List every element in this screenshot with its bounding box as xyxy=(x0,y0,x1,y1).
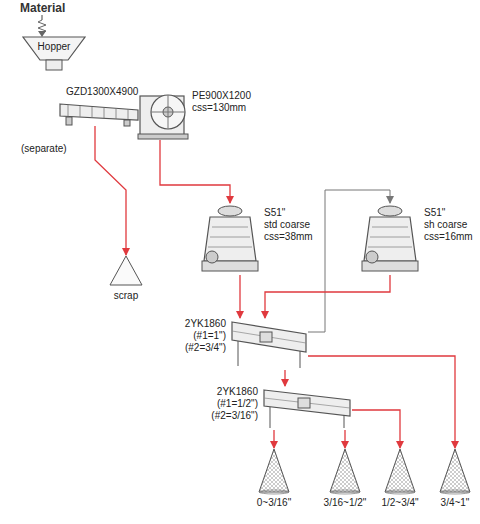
product-pile: 1/2~3/4" xyxy=(384,448,416,494)
model-name: Hopper xyxy=(22,41,86,53)
cone-crusher: S51"std coarsecss=38mm xyxy=(200,203,260,275)
cone-crusher-icon xyxy=(360,203,420,275)
model-name: 0~3/16" xyxy=(257,497,291,509)
flow-line xyxy=(95,126,126,255)
model-name: GZD1300X4900 xyxy=(66,86,138,98)
equipment-label: 2YK1860(#1=1/2")(#2=3/16") xyxy=(211,386,258,422)
model-name: S51" xyxy=(424,207,473,219)
model-name: S51" xyxy=(264,207,313,219)
spec-text: (#1=1/2") xyxy=(211,398,258,410)
equipment-label: PE900X1200css=130mm xyxy=(192,90,251,114)
input-label: Material xyxy=(20,1,65,15)
product-pile-icon xyxy=(439,448,471,494)
spec-text: (#1=1") xyxy=(185,330,226,342)
equipment-label: GZD1300X4900 xyxy=(66,86,138,98)
spec-text: (#2=3/16") xyxy=(211,410,258,422)
flow-line xyxy=(273,430,274,448)
vibrating-screen-icon xyxy=(230,318,308,370)
product-pile-icon xyxy=(384,448,416,494)
equipment-label: Hopper xyxy=(22,41,86,53)
equipment-label: 2YK1860(#1=1")(#2=3/4") xyxy=(185,318,226,354)
spec-text: css=130mm xyxy=(192,102,251,114)
equipment-label: 3/4~1" xyxy=(441,497,470,509)
hopper: Hopper xyxy=(22,36,86,70)
cone-crusher-icon xyxy=(200,203,260,275)
jaw-crusher: PE900X1200css=130mm xyxy=(138,86,188,140)
spec-text: css=16mm xyxy=(424,231,473,243)
flow-line xyxy=(352,410,400,448)
spec-text: css=38mm xyxy=(264,231,313,243)
cone-crusher: S51"sh coarsecss=16mm xyxy=(360,203,420,275)
model-name: PE900X1200 xyxy=(192,90,251,102)
product-pile-icon xyxy=(258,448,290,494)
flow-line xyxy=(284,370,285,386)
flow-line xyxy=(239,275,240,318)
vibrating-feeder: GZD1300X4900 xyxy=(58,100,140,126)
vibrating-screen-icon xyxy=(262,386,352,430)
product-pile-icon xyxy=(329,448,361,494)
vibrating-feeder-icon xyxy=(58,100,140,126)
equipment-label: scrap xyxy=(114,290,138,302)
product-pile: 3/16~1/2" xyxy=(329,448,361,494)
equipment-label: 1/2~3/4" xyxy=(381,497,418,509)
model-name: 2YK1860 xyxy=(185,318,226,330)
vibrating-screen: 2YK1860(#1=1/2")(#2=3/16") xyxy=(262,386,352,430)
product-pile: 0~3/16" xyxy=(258,448,290,494)
flow-label: (separate) xyxy=(20,143,68,155)
equipment-label: 3/16~1/2" xyxy=(324,497,367,509)
scrap-pile-icon xyxy=(108,255,144,287)
model-name: 2YK1860 xyxy=(211,386,258,398)
spec-text: sh coarse xyxy=(424,219,473,231)
model-name: 3/4~1" xyxy=(441,497,470,509)
equipment-label: S51"std coarsecss=38mm xyxy=(264,207,313,243)
model-name: 3/16~1/2" xyxy=(324,497,367,509)
flow-line xyxy=(344,430,345,448)
vibrating-screen: 2YK1860(#1=1")(#2=3/4") xyxy=(230,318,308,370)
model-name: scrap xyxy=(114,290,138,302)
jaw-crusher-icon xyxy=(138,86,188,140)
model-name: 1/2~3/4" xyxy=(381,497,418,509)
equipment-label: 0~3/16" xyxy=(257,497,291,509)
spec-text: (#2=3/4") xyxy=(185,342,226,354)
flow-line xyxy=(265,275,390,318)
spec-text: std coarse xyxy=(264,219,313,231)
equipment-label: S51"sh coarsecss=16mm xyxy=(424,207,473,243)
scrap-pile: scrap xyxy=(108,255,144,287)
product-pile: 3/4~1" xyxy=(439,448,471,494)
flow-line xyxy=(160,140,230,203)
